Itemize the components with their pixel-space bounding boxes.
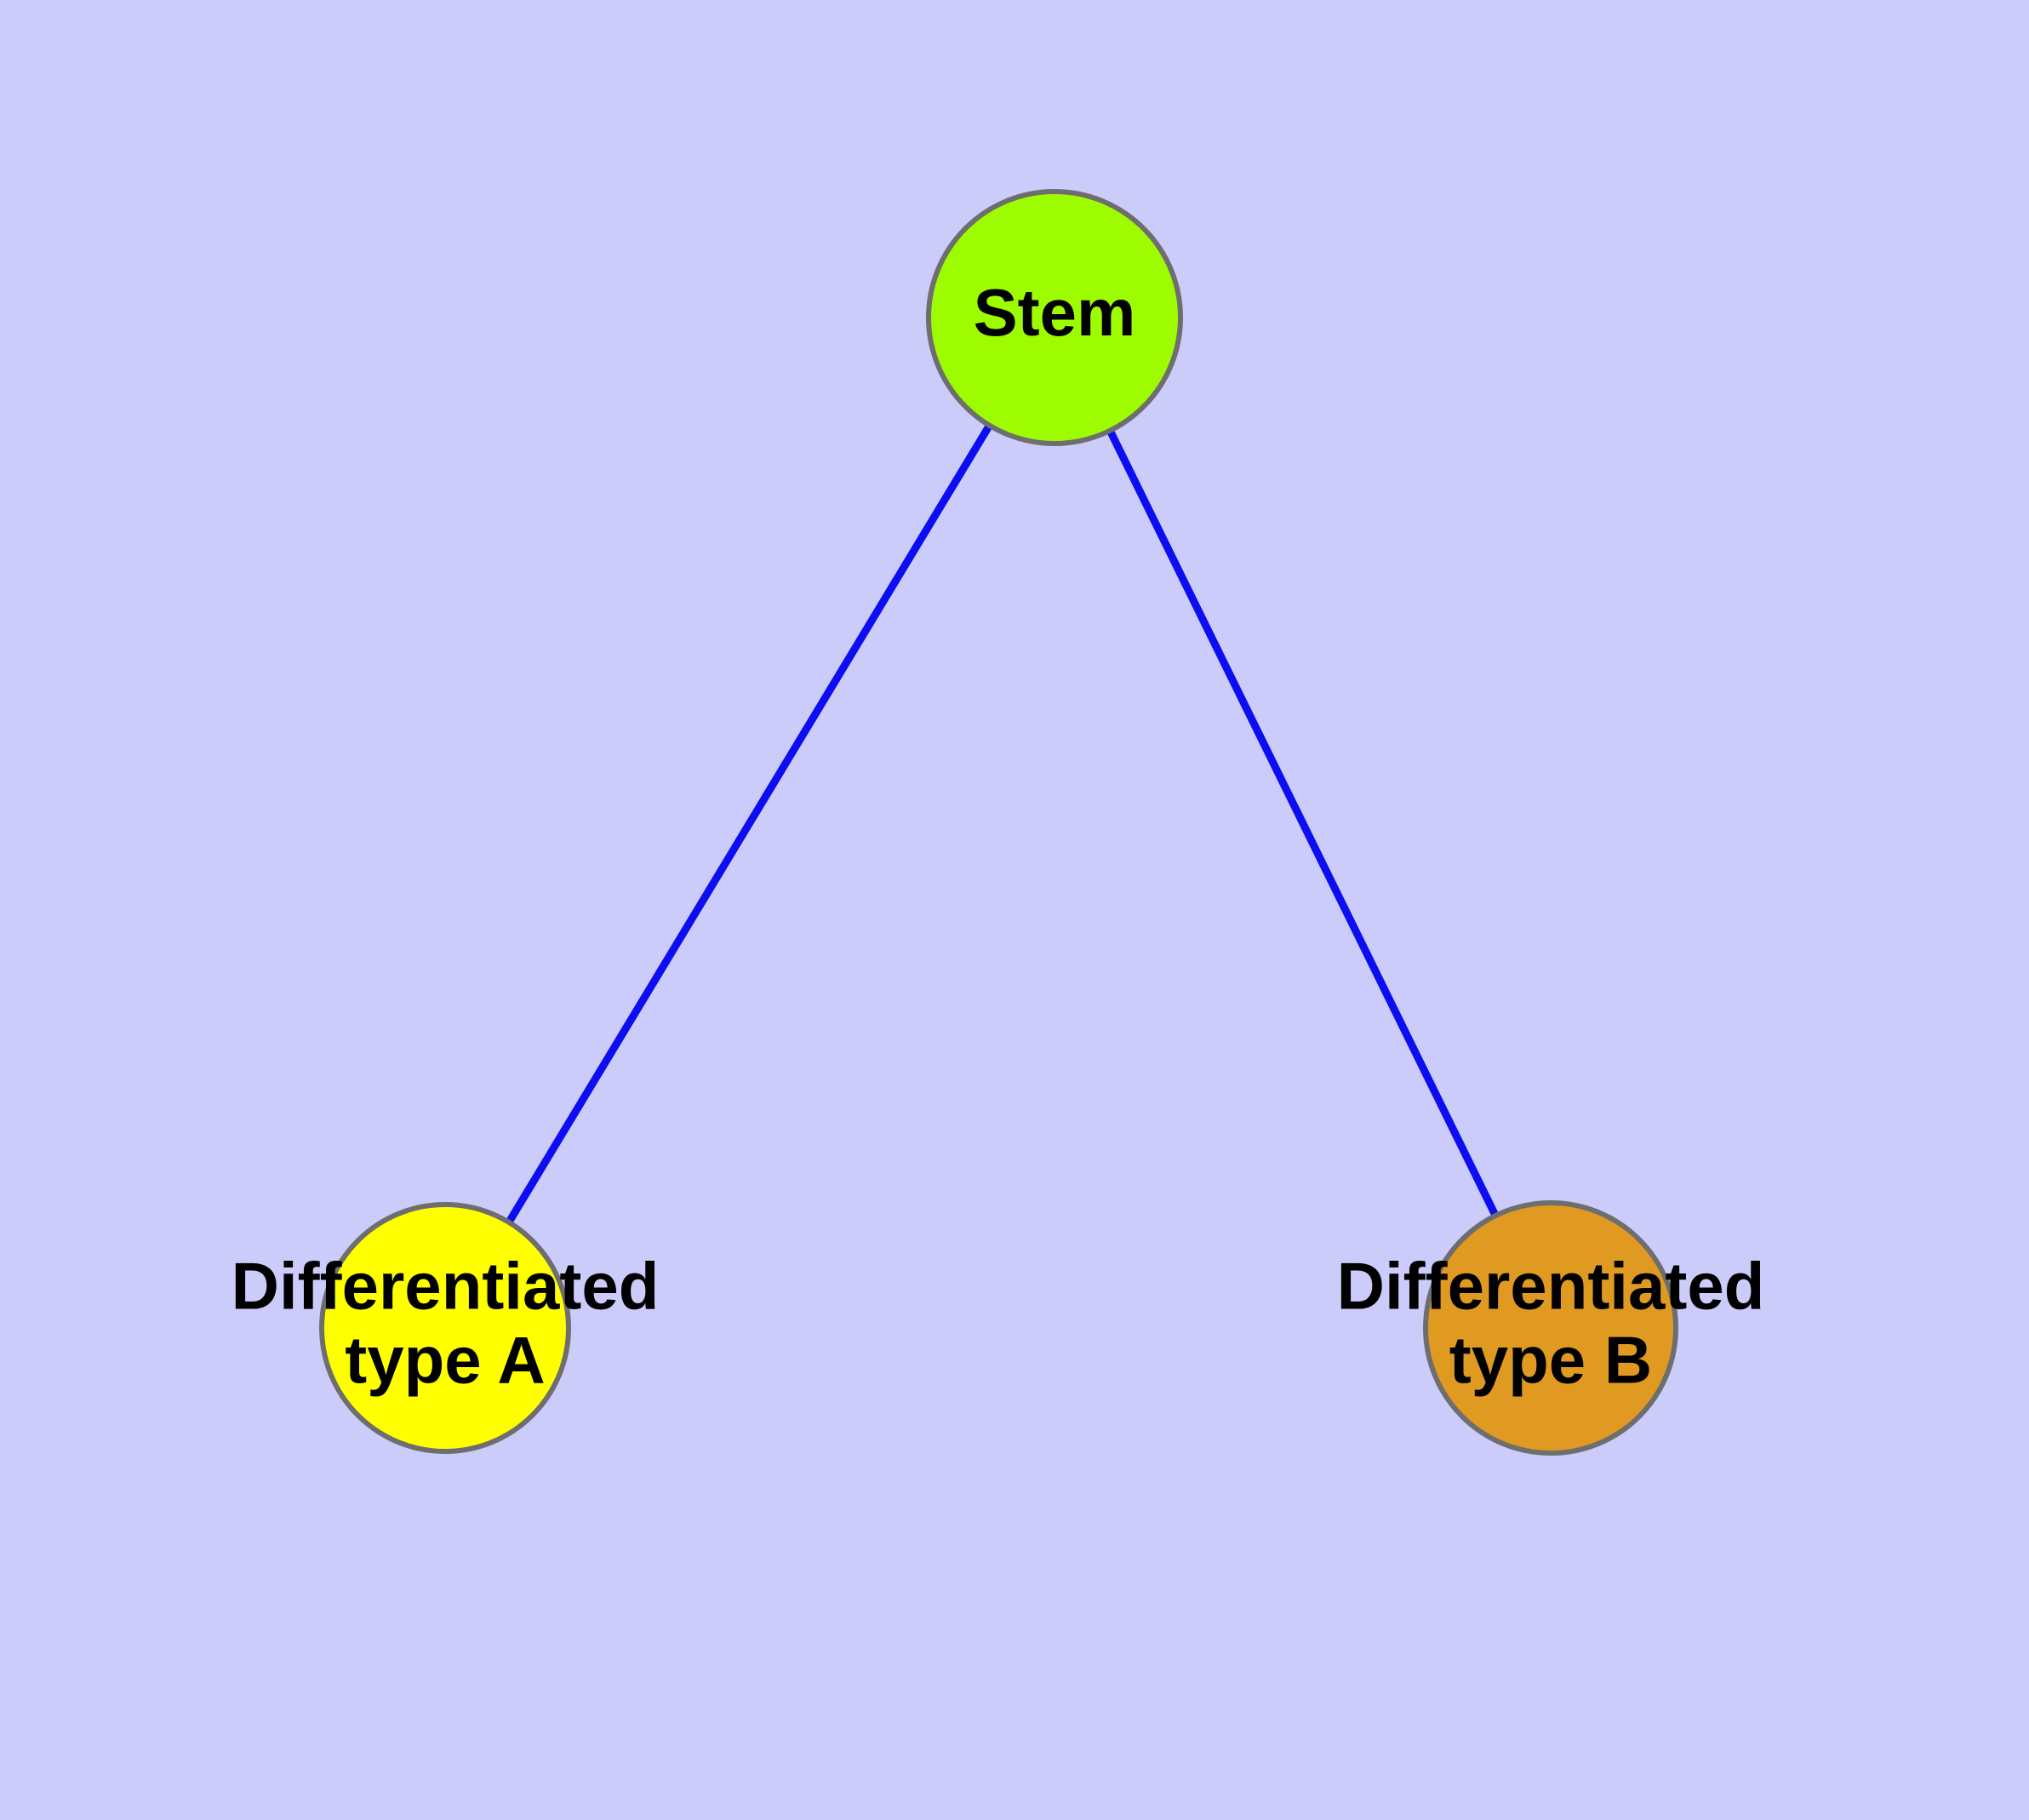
- node-label-line: type A: [345, 1322, 546, 1397]
- node-label-line: Stem: [974, 275, 1136, 350]
- edge-stem-diff-a[interactable]: [442, 315, 1058, 1331]
- edge-stem-diff-b[interactable]: [1050, 316, 1555, 1330]
- node-label-line: type B: [1449, 1322, 1652, 1397]
- nodes-layer: [319, 189, 1678, 1456]
- node-label-stem: Stem: [974, 275, 1136, 350]
- node-label-line: Differentiated: [231, 1248, 660, 1323]
- node-diff_b[interactable]: [1423, 1200, 1678, 1456]
- node-diff_a[interactable]: [319, 1202, 571, 1454]
- node-stem[interactable]: [926, 189, 1183, 446]
- edges-layer: [442, 315, 1555, 1331]
- node-label-line: Differentiated: [1337, 1248, 1765, 1323]
